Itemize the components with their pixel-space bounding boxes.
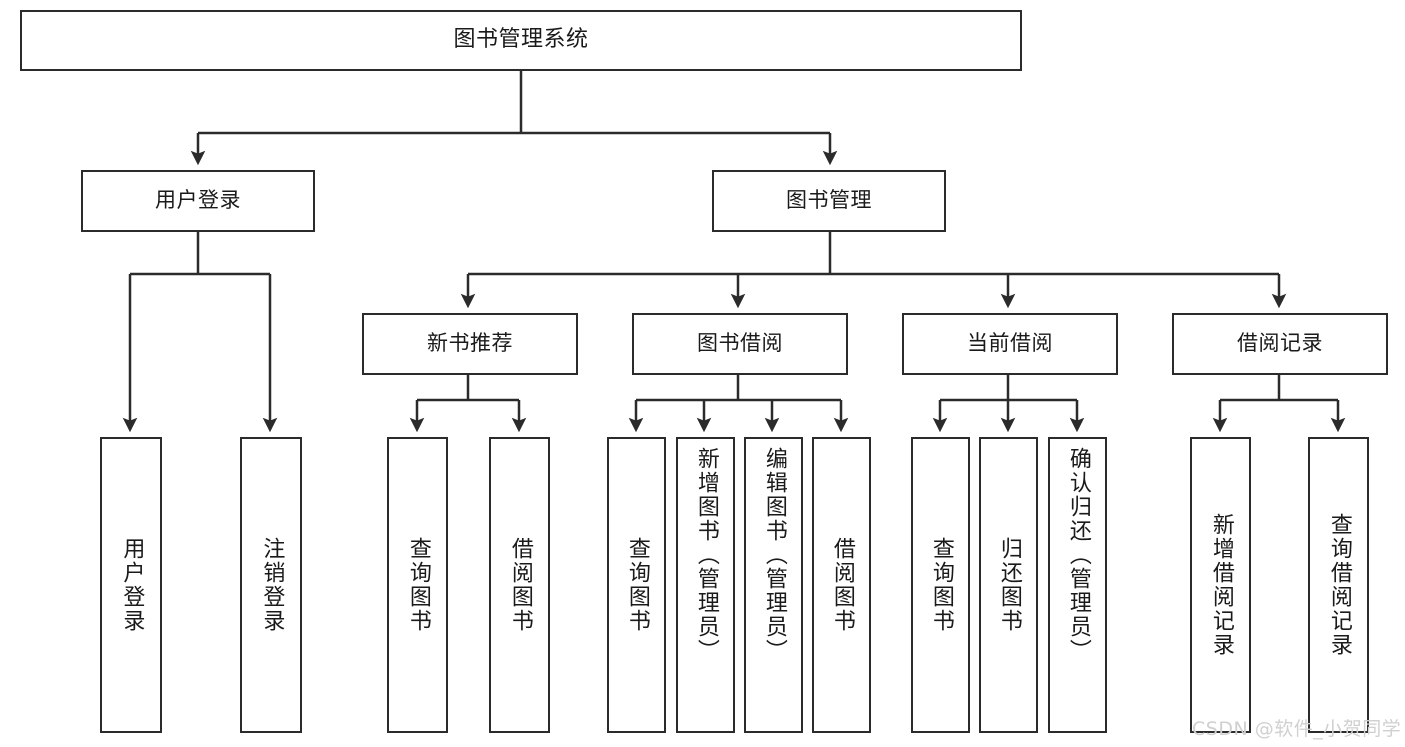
leaf-user-login-signin[interactable]: 用户登录: [100, 437, 162, 733]
node-label: 图书管理: [786, 188, 872, 213]
leaf-user-login-signout[interactable]: 注销登录: [240, 437, 302, 733]
leaf-book-borrow-query[interactable]: 查询图书: [607, 437, 666, 733]
csdn-watermark: CSDN @软件_小贺同学: [1192, 718, 1402, 740]
node-label: 图书借阅: [697, 331, 783, 356]
node-label: 新书推荐: [427, 331, 513, 356]
node-label: 借阅记录: [1237, 331, 1323, 356]
node-root-system[interactable]: 图书管理系统: [20, 10, 1022, 71]
node-label: 确认归还（管理员）: [1065, 447, 1091, 663]
node-label: 查询借阅记录: [1326, 513, 1352, 657]
node-label: 借阅图书: [829, 537, 855, 633]
node-label: 新增借阅记录: [1208, 513, 1234, 657]
node-borrow-record[interactable]: 借阅记录: [1172, 313, 1388, 375]
leaf-book-borrow-add[interactable]: 新增图书（管理员）: [676, 437, 735, 733]
node-label: 用户登录: [119, 537, 145, 633]
leaf-new-book-query[interactable]: 查询图书: [387, 437, 448, 733]
node-label: 查询图书: [624, 537, 650, 633]
leaf-current-borrow-return[interactable]: 归还图书: [979, 437, 1038, 733]
node-label: 注销登录: [259, 537, 285, 633]
node-book-borrow[interactable]: 图书借阅: [632, 313, 848, 375]
leaf-book-borrow-lend[interactable]: 借阅图书: [812, 437, 871, 733]
node-label: 用户登录: [155, 188, 241, 213]
node-current-borrow[interactable]: 当前借阅: [902, 313, 1118, 375]
leaf-borrow-record-query[interactable]: 查询借阅记录: [1308, 437, 1369, 733]
node-label: 图书管理系统: [453, 27, 589, 53]
node-label: 新增图书（管理员）: [693, 447, 719, 663]
leaf-borrow-record-add[interactable]: 新增借阅记录: [1190, 437, 1251, 733]
node-new-book-recommend[interactable]: 新书推荐: [362, 313, 578, 375]
leaf-new-book-borrow[interactable]: 借阅图书: [489, 437, 550, 733]
leaf-book-borrow-edit[interactable]: 编辑图书（管理员）: [744, 437, 803, 733]
node-label: 借阅图书: [507, 537, 533, 633]
node-label: 查询图书: [405, 537, 431, 633]
node-label: 查询图书: [928, 537, 954, 633]
node-book-management[interactable]: 图书管理: [712, 170, 946, 232]
node-label: 编辑图书（管理员）: [761, 447, 787, 663]
node-user-login[interactable]: 用户登录: [81, 170, 315, 232]
node-label: 归还图书: [996, 537, 1022, 633]
leaf-current-borrow-confirm-return[interactable]: 确认归还（管理员）: [1048, 437, 1107, 733]
leaf-current-borrow-query[interactable]: 查询图书: [911, 437, 970, 733]
node-label: 当前借阅: [967, 331, 1053, 356]
